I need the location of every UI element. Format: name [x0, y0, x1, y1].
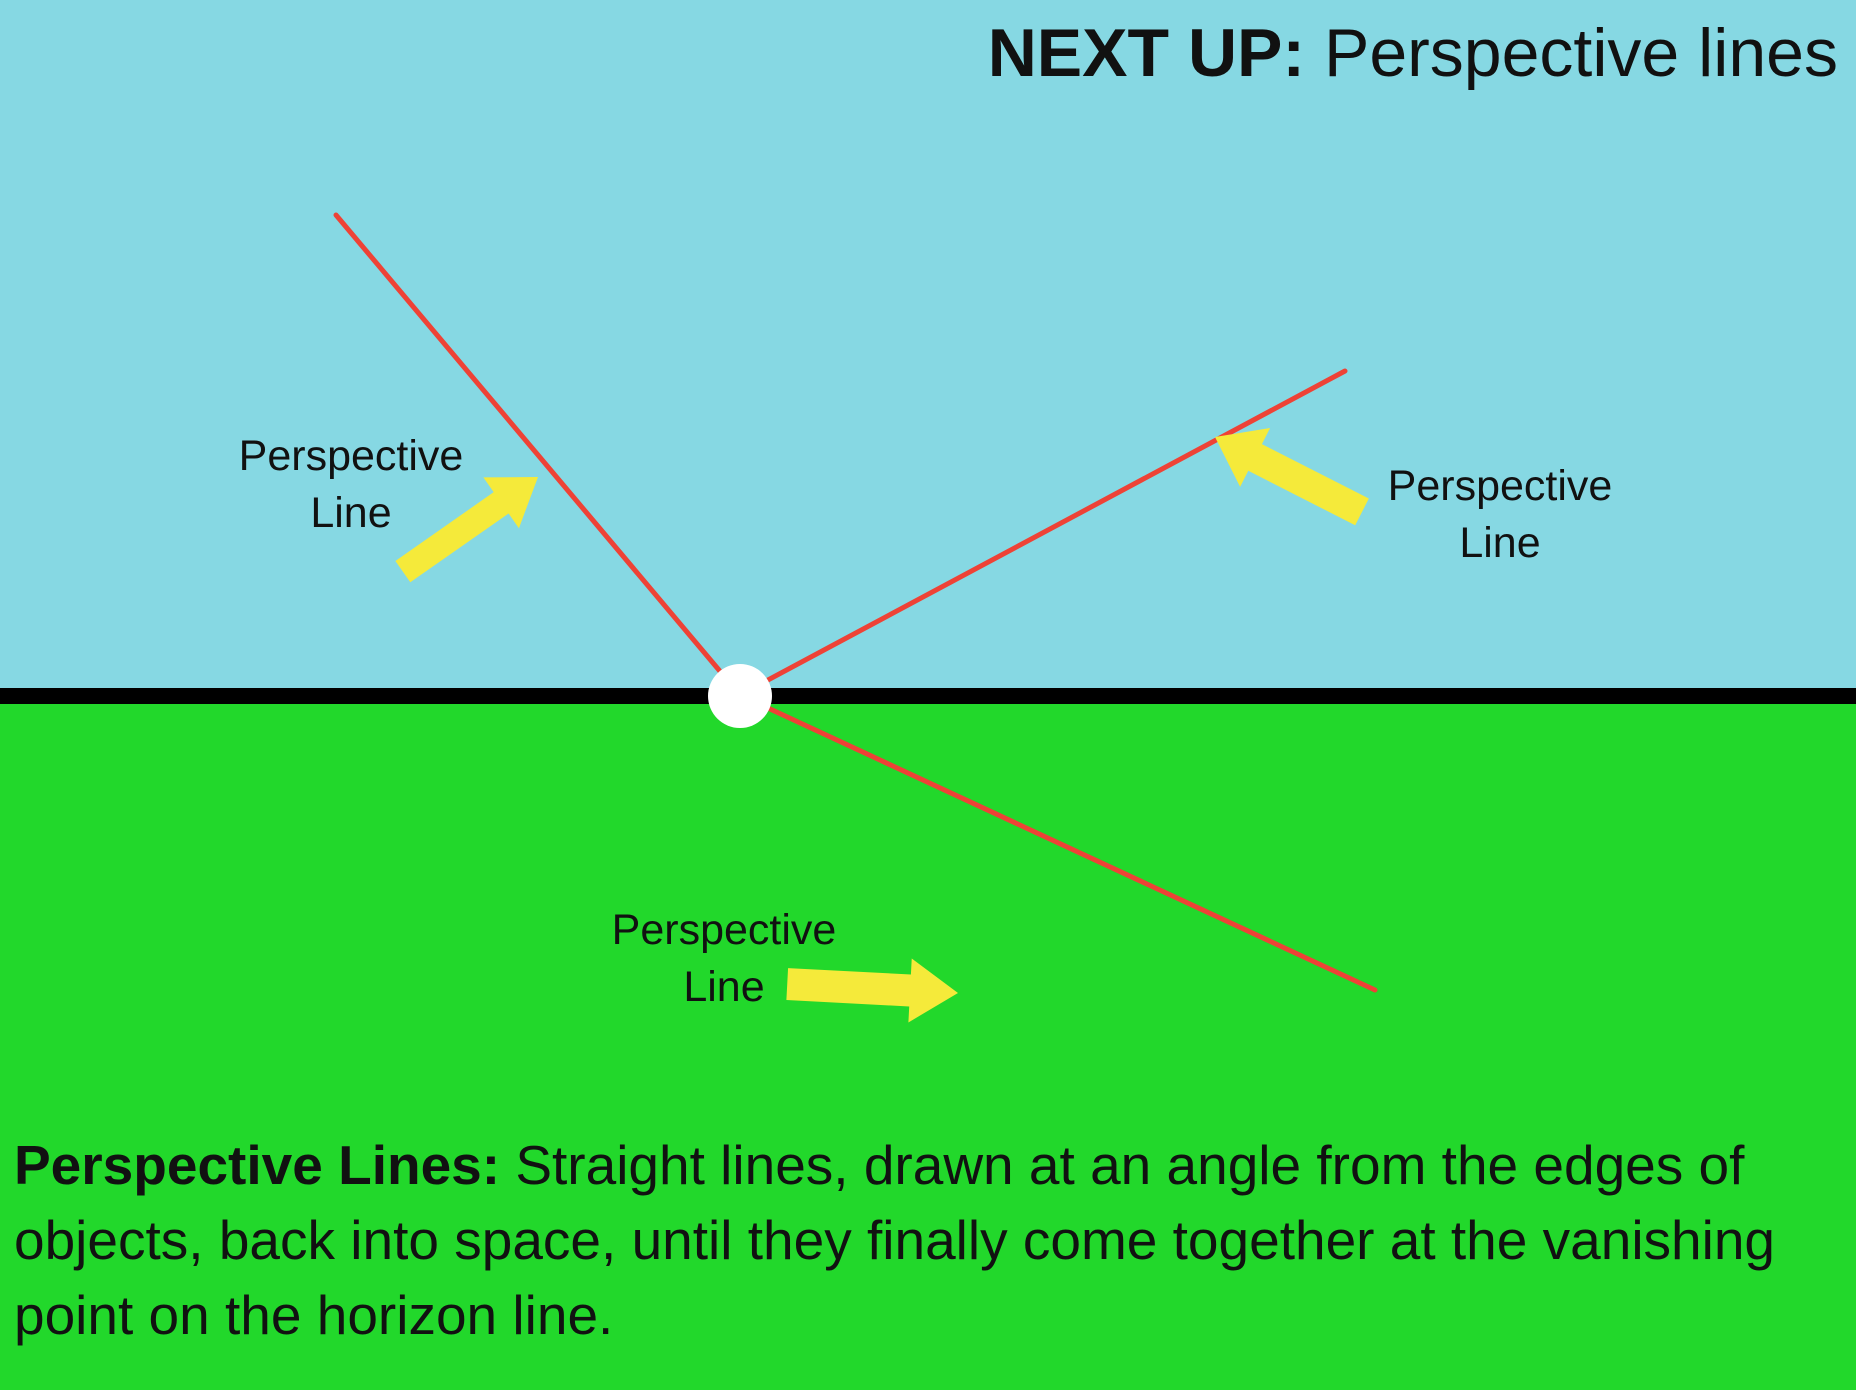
page-title: NEXT UP: Perspective lines — [988, 14, 1838, 92]
sky-area — [0, 0, 1856, 690]
perspective-line-upper-left — [333, 212, 743, 698]
label-upper-right: Perspective Line — [1350, 458, 1650, 572]
ground-area — [0, 704, 1856, 1390]
definition-term: Perspective Lines: — [14, 1134, 501, 1196]
title-text: Perspective lines — [1323, 15, 1838, 91]
label-lower-line1: Perspective — [611, 906, 837, 954]
definition-body: Straight lines, drawn at an angle from t… — [14, 1134, 1776, 1346]
vanishing-point — [708, 664, 772, 728]
label-upper-left: Perspective Line — [201, 428, 501, 542]
arrow-icon-upper-left — [395, 477, 538, 583]
title-prefix: NEXT UP: — [987, 15, 1306, 91]
arrow-icon-upper-right — [1215, 428, 1369, 526]
label-lower: Perspective Line — [574, 902, 874, 1016]
label-upper-right-line2: Line — [1459, 519, 1541, 567]
definition-text: Perspective Lines: Straight lines, drawn… — [14, 1128, 1844, 1353]
label-lower-line2: Line — [683, 963, 765, 1011]
perspective-line-lower-right — [737, 692, 1378, 993]
horizon-line — [0, 688, 1856, 704]
arrow-icon-lower — [786, 958, 958, 1023]
label-upper-left-line2: Line — [310, 489, 392, 537]
perspective-line-upper-right — [737, 368, 1348, 698]
label-upper-right-line1: Perspective — [1387, 462, 1613, 510]
label-upper-left-line1: Perspective — [238, 432, 464, 480]
